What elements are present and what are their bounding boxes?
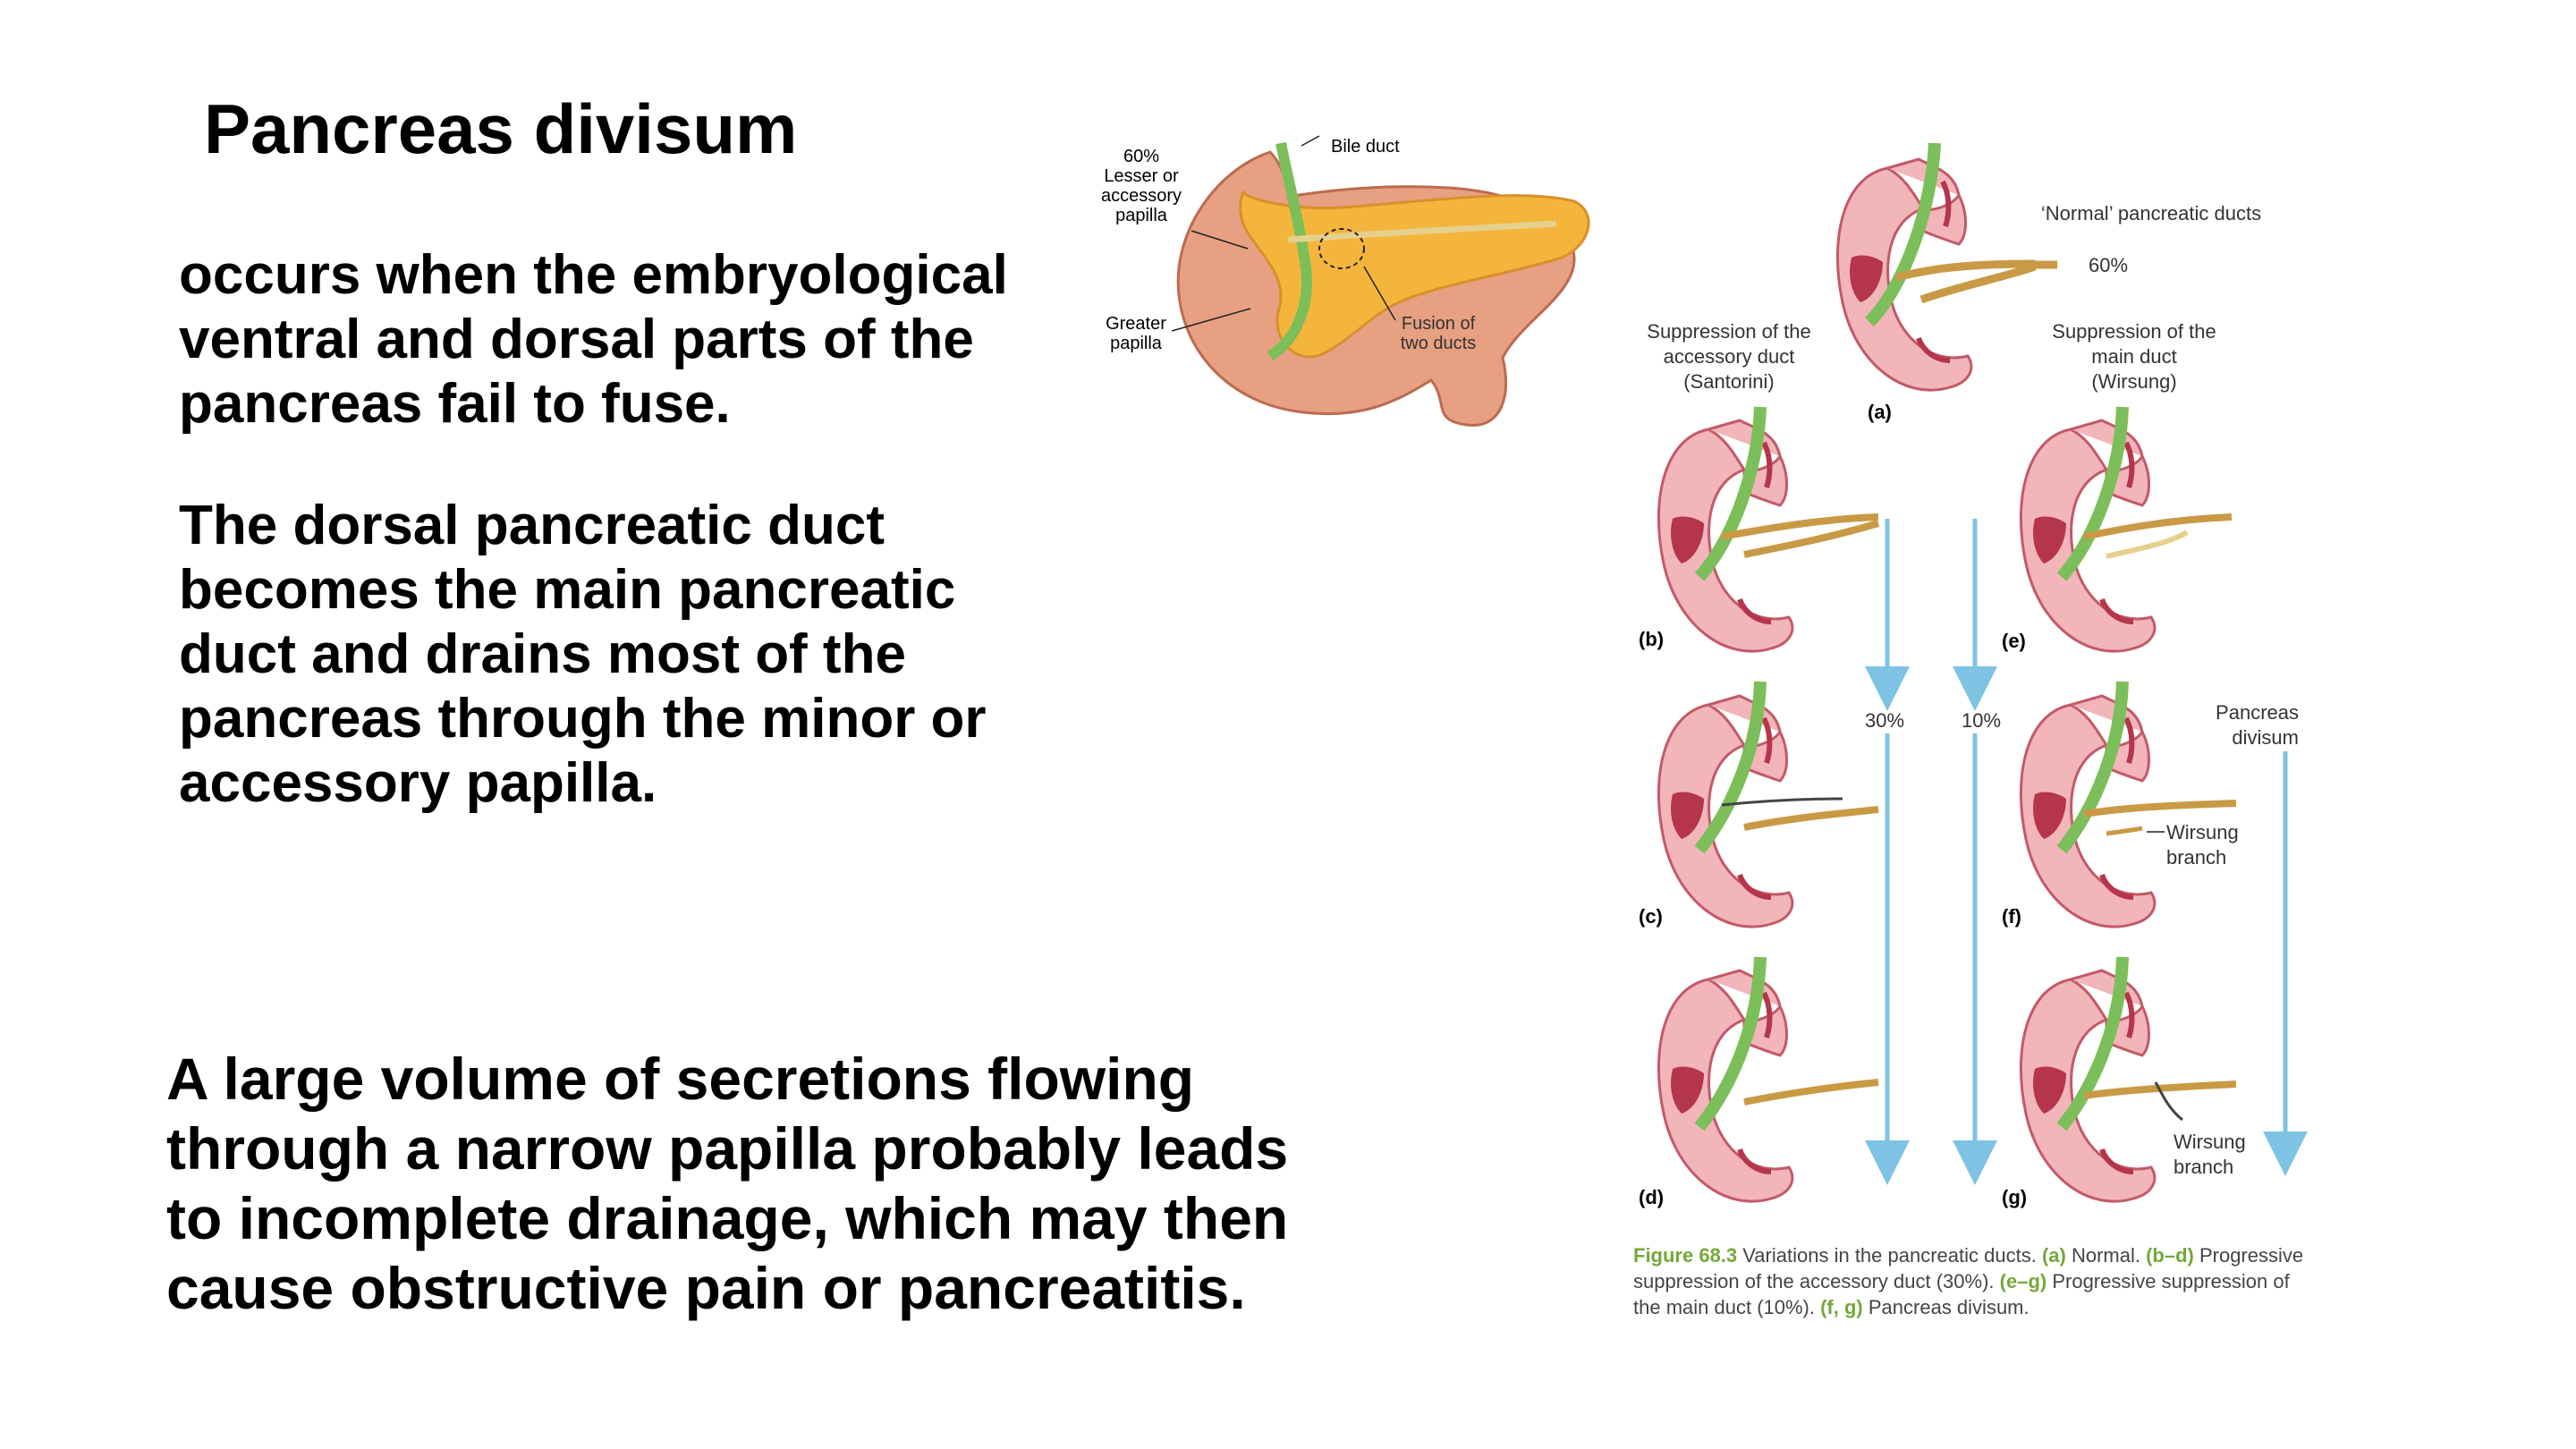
label-supp-accessory-1: Suppression of the xyxy=(1647,320,1810,343)
label-f: (f) xyxy=(2002,905,2021,928)
label-lesser: Lesser or xyxy=(1104,166,1179,186)
bile-duct-line xyxy=(1267,141,1312,361)
text-line: ventral and dorsal parts of the xyxy=(179,309,974,370)
pancreatic-duct-line xyxy=(1287,220,1557,243)
label-b: (b) xyxy=(1639,628,1664,650)
caption-text: Variations in the pancreatic ducts. xyxy=(1737,1244,2042,1267)
label-normal: ‘Normal’ pancreatic ducts xyxy=(2041,202,2261,225)
caption-ref: (b–d) xyxy=(2146,1244,2194,1267)
caption-ref: (a) xyxy=(2041,1244,2066,1267)
label-10pct: 10% xyxy=(1962,709,2001,732)
caption-ref: (f, g) xyxy=(1820,1296,1863,1318)
label-g: (g) xyxy=(2002,1186,2027,1208)
label-d: (d) xyxy=(1639,1186,1664,1208)
label-supp-main-1: Suppression of the xyxy=(2052,320,2216,343)
label-60pct: 60% xyxy=(1123,147,1159,166)
caption-fig-label: Figure 68.3 xyxy=(1633,1244,1738,1267)
figure-caption: Figure 68.3 Variations in the pancreatic… xyxy=(1633,1242,2313,1320)
text-line: The dorsal pancreatic duct xyxy=(179,495,885,556)
panel-c: (c) xyxy=(1639,681,1879,928)
caption-text: Pancreas divisum. xyxy=(1862,1296,2029,1318)
text-line: occurs when the embryological xyxy=(179,244,1008,306)
caption-text: Progressive suppression of the accessory… xyxy=(1633,1244,2304,1292)
text-line: accessory papilla. xyxy=(179,752,657,814)
text-line: A large volume of secretions flowing xyxy=(166,1046,1195,1112)
panel-a: ‘Normal’ pancreatic ducts 60% (a) xyxy=(1837,142,2261,423)
label-papilla: papilla xyxy=(1115,206,1168,225)
label-normal-pct: 60% xyxy=(2089,254,2128,276)
label-fusion-two-ducts: two ducts xyxy=(1401,334,1476,353)
text-line: pancreas through the minor or xyxy=(179,688,987,750)
paragraph-definition: occurs when the embryological ventral an… xyxy=(179,243,1008,436)
caption-ref: (e–g) xyxy=(1999,1270,2047,1292)
panel-b: (b) xyxy=(1639,406,1880,651)
label-wirsung-2: branch xyxy=(2166,846,2226,869)
paragraph-secretions: A large volume of secretions flowing thr… xyxy=(166,1044,1288,1323)
text-line: through a narrow papilla probably leads xyxy=(166,1115,1289,1182)
label-divisum-1: Pancreas xyxy=(2216,701,2299,724)
label-e: (e) xyxy=(2002,630,2026,652)
label-supp-accessory-3: (Santorini) xyxy=(1683,370,1774,393)
label-supp-main-2: main duct xyxy=(2091,345,2176,368)
label-wirsung-g-2: branch xyxy=(2174,1156,2233,1178)
label-fusion: Fusion of xyxy=(1402,314,1476,334)
panel-g: Wirsung branch (g) xyxy=(2002,956,2246,1208)
paragraph-dorsal-duct: The dorsal pancreatic duct becomes the m… xyxy=(179,494,987,816)
label-30pct: 30% xyxy=(1865,709,1904,732)
label-supp-main-3: (Wirsung) xyxy=(2091,370,2176,393)
text-line: becomes the main pancreatic xyxy=(179,559,956,621)
text-line: pancreas fail to fuse. xyxy=(179,373,731,435)
text-line: to incomplete drainage, which may then xyxy=(166,1185,1289,1251)
label-greater-papilla: papilla xyxy=(1110,334,1163,353)
label-bile-duct: Bile duct xyxy=(1331,137,1400,157)
caption-text: Normal. xyxy=(2065,1244,2147,1267)
fusion-circle xyxy=(1318,228,1365,269)
slide-title: Pancreas divisum xyxy=(204,89,798,168)
text-line: cause obstructive pain or pancreatitis. xyxy=(166,1255,1246,1321)
label-accessory: accessory xyxy=(1101,186,1182,206)
label-greater: Greater xyxy=(1106,314,1166,334)
caption-text: Progressive suppression of the main duct… xyxy=(1633,1270,2290,1318)
panel-f: Wirsung branch (f) xyxy=(2002,681,2239,928)
pancreas-anatomy-illustration: 60% Lesser or accessory papilla Bile duc… xyxy=(1101,135,1590,427)
label-wirsung-1: Wirsung xyxy=(2166,821,2239,843)
label-c: (c) xyxy=(1639,905,1663,928)
label-wirsung-g-1: Wirsung xyxy=(2174,1131,2246,1153)
panel-d: (d) xyxy=(1639,956,1879,1208)
panel-e: (e) xyxy=(2002,406,2233,652)
text-line: duct and drains most of the xyxy=(179,623,906,685)
label-divisum-2: divisum xyxy=(2232,726,2299,749)
label-supp-accessory-2: accessory duct xyxy=(1664,345,1795,368)
label-a: (a) xyxy=(1868,401,1892,423)
